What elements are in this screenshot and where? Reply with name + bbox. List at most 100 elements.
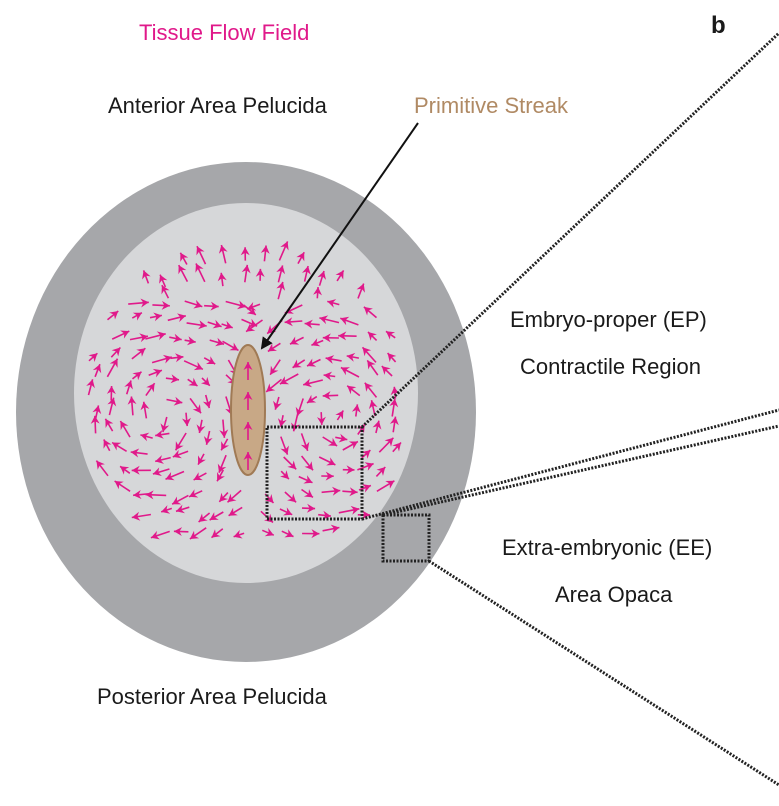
flow-arrow-head <box>217 272 227 282</box>
flow-arrow-head <box>206 356 216 364</box>
flow-arrow-head <box>196 246 205 256</box>
flow-arrow-head <box>155 429 164 439</box>
flow-arrow-head <box>361 484 371 493</box>
flow-arrow-head <box>368 332 377 341</box>
flow-arrow-head <box>303 489 313 498</box>
flow-arrow-head <box>192 404 201 414</box>
flow-arrow-head <box>322 391 331 401</box>
flow-arrow-head <box>212 319 222 329</box>
ee-zoom-line-top <box>382 424 779 517</box>
flow-arrow-head <box>162 354 172 364</box>
primitive-streak-label: Primitive Streak <box>414 93 569 118</box>
flow-arrow-head <box>303 378 313 388</box>
flow-arrow-head <box>178 265 187 275</box>
flow-arrow-head <box>215 337 224 347</box>
flow-arrow-head <box>287 460 297 470</box>
flow-arrow-head <box>322 333 331 343</box>
flow-arrow-head <box>372 420 382 430</box>
flow-arrow-head <box>161 285 170 295</box>
flow-arrow-head <box>303 475 313 484</box>
flow-arrow-head <box>145 490 154 500</box>
flow-arrow-head <box>103 439 112 449</box>
flow-arrow-head <box>328 437 338 446</box>
flow-arrow-head <box>196 424 206 433</box>
panel-letter: b <box>711 12 726 39</box>
flow-arrow-head <box>210 301 219 311</box>
flow-arrow-head <box>290 336 300 345</box>
flow-arrow-head <box>283 507 293 516</box>
flow-arrow-head <box>173 396 183 406</box>
flow-arrow-head <box>264 527 274 537</box>
flow-arrow-head <box>276 265 286 275</box>
flow-arrow-head <box>132 312 142 321</box>
flow-arrow-head <box>367 360 376 370</box>
flow-arrow-head <box>219 429 229 438</box>
flow-arrow-head <box>306 503 316 513</box>
flow-arrow-head <box>161 505 171 514</box>
flow-arrow-head <box>182 417 191 427</box>
flow-arrow-head <box>88 353 98 362</box>
flow-arrow-head <box>120 466 130 475</box>
flow-arrow-head <box>277 418 287 427</box>
flow-arrow-head <box>120 421 129 431</box>
flow-arrow-head <box>172 449 182 459</box>
flow-arrow-head <box>175 441 184 451</box>
flow-arrow-head <box>346 352 356 362</box>
flow-arrow-head <box>304 319 313 329</box>
flow-arrow-head <box>153 312 162 322</box>
flow-arrow-head <box>139 333 148 343</box>
flow-arrow-head <box>338 433 348 443</box>
flow-arrow-head <box>389 398 399 408</box>
streak-pointer-arrow <box>260 122 419 350</box>
flow-arrow-head <box>327 299 337 308</box>
flow-arrow-head <box>243 422 253 430</box>
flow-arrow-head <box>323 371 333 381</box>
flow-arrow-head <box>152 467 162 476</box>
flow-arrow-head <box>322 510 331 520</box>
flow-arrow-head <box>273 400 282 410</box>
flow-arrow-head <box>177 313 186 323</box>
flow-arrow-head <box>86 379 95 389</box>
tissue-flow-field-title: Tissue Flow Field <box>139 20 310 45</box>
flow-arrow-head <box>124 380 133 390</box>
flow-arrow-head <box>105 418 114 428</box>
flow-arrow-head <box>361 450 371 459</box>
flow-arrow-head <box>109 358 118 368</box>
flow-arrow-head <box>132 371 142 381</box>
flow-arrow-head <box>348 441 358 450</box>
flow-arrow-head <box>330 524 340 534</box>
flow-arrow-head <box>311 529 320 539</box>
flow-arrow-head <box>161 300 170 310</box>
flow-arrow-head <box>156 331 166 341</box>
flow-arrow-head <box>280 241 289 251</box>
flow-arrow-head <box>202 399 212 409</box>
flow-arrow-head <box>376 467 386 476</box>
flow-arrow-head <box>127 396 137 405</box>
flow-arrow-head <box>201 376 210 386</box>
contractile-region-label: Contractile Region <box>520 354 701 379</box>
flow-arrow-head <box>90 415 100 424</box>
flow-arrow-head <box>92 405 102 415</box>
flow-arrow-head <box>165 472 175 481</box>
flow-arrow-head <box>364 462 374 471</box>
flow-arrow-head <box>170 374 179 384</box>
flow-arrow-head <box>241 264 251 274</box>
flow-arrow-head <box>246 323 256 332</box>
flow-arrow-head <box>114 481 124 490</box>
flow-arrow-head <box>390 386 400 396</box>
flow-arrow-head <box>195 263 204 273</box>
flow-arrow-head <box>243 362 253 370</box>
flow-arrow-head <box>176 504 185 514</box>
flow-arrow-head <box>246 306 256 315</box>
flow-arrow-head <box>233 529 243 539</box>
flow-arrow-head <box>243 392 253 400</box>
anterior-label: Anterior Area Pelucida <box>108 93 327 118</box>
flow-arrow-head <box>319 315 329 325</box>
flow-arrow-head <box>304 461 313 471</box>
flow-arrow-head <box>270 365 279 375</box>
flow-arrow-head <box>243 452 253 460</box>
flow-arrow-head <box>362 510 370 520</box>
flow-arrow-head <box>317 416 326 425</box>
flow-arrow-head <box>193 299 203 309</box>
